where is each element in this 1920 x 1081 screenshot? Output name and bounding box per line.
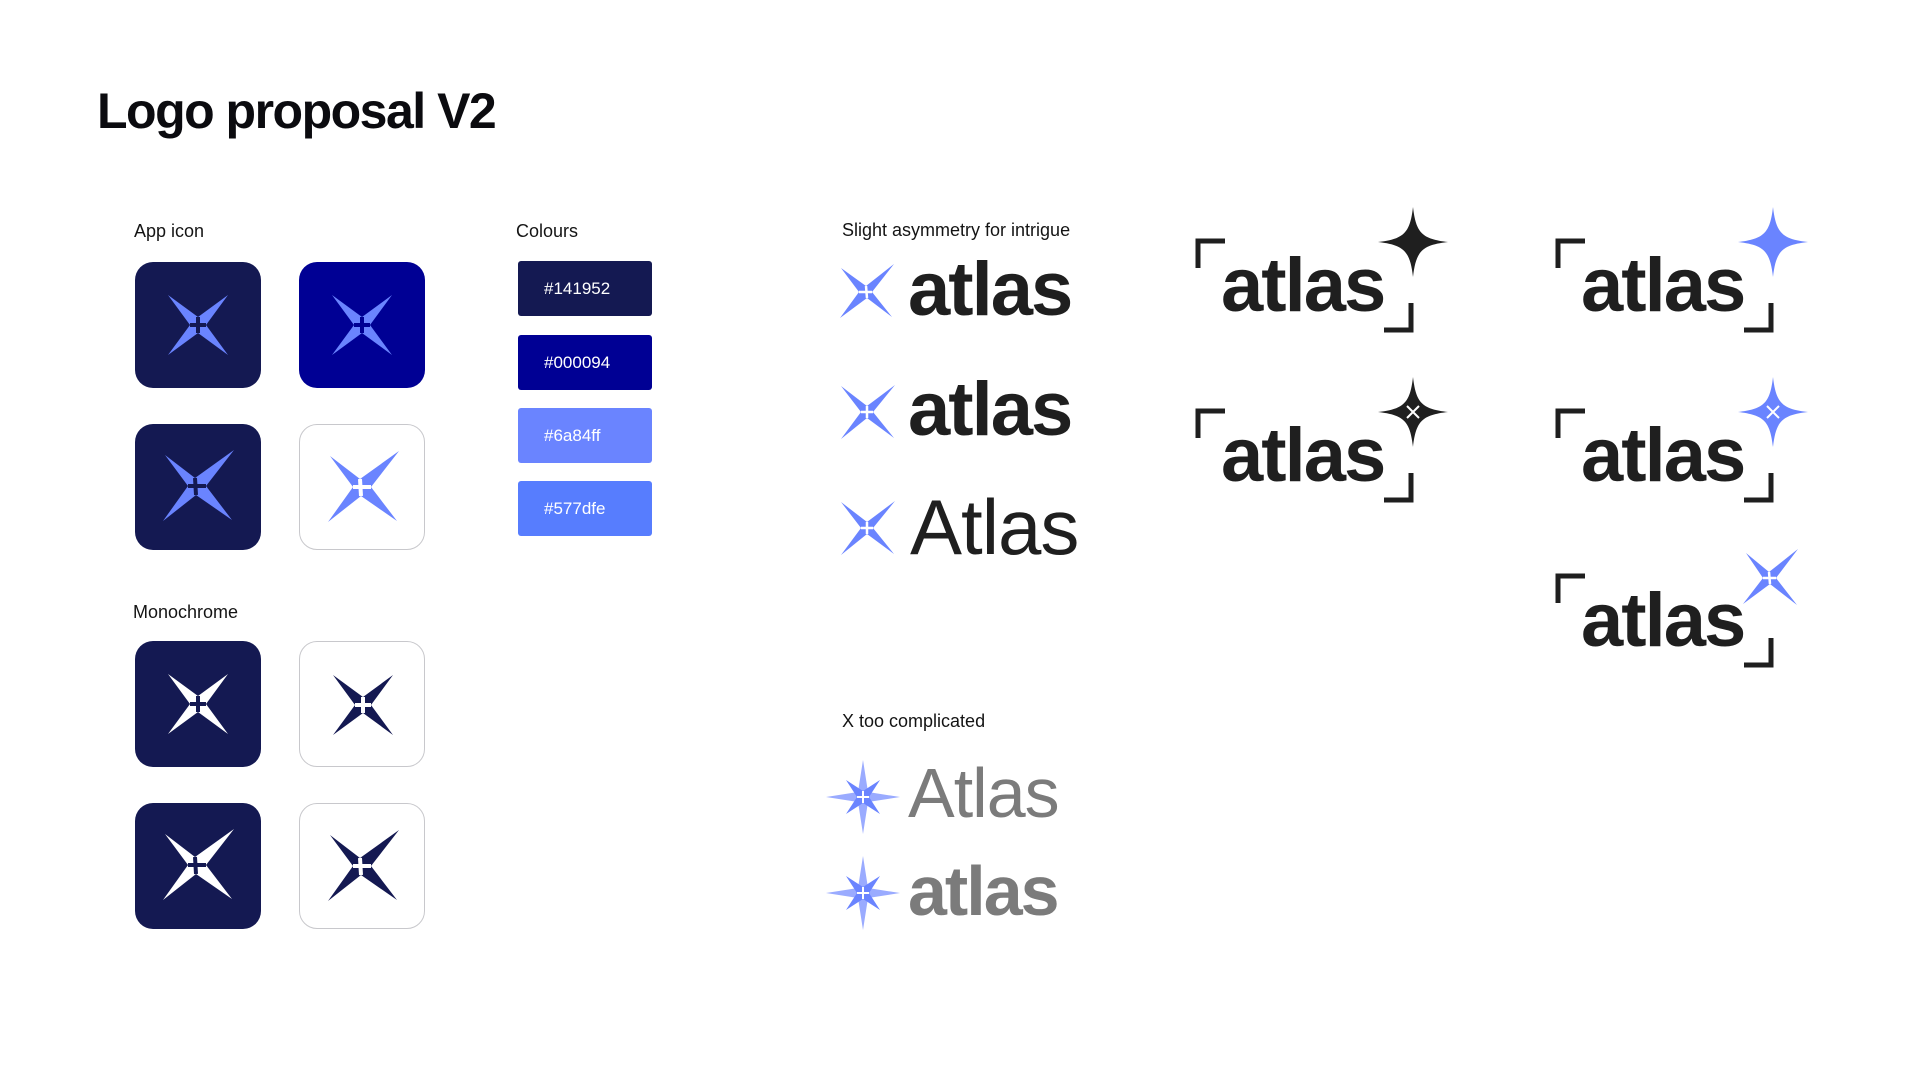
colour-swatch-6a84ff: #6a84ff bbox=[518, 408, 652, 463]
wordmark-bracket-1: atlas bbox=[1221, 243, 1386, 328]
x-star-icon bbox=[1743, 549, 1798, 605]
four-point-star-icon bbox=[1378, 207, 1448, 277]
colour-swatch-577dfe: #577dfe bbox=[518, 481, 652, 536]
x-star-icon bbox=[328, 451, 399, 522]
x-star-icon bbox=[840, 264, 894, 318]
colours-label: Colours bbox=[516, 221, 579, 241]
app-icon-label: App icon bbox=[134, 221, 205, 241]
colour-swatch-000094: #000094 bbox=[518, 335, 652, 390]
bracket-corner-top-left bbox=[1195, 408, 1225, 438]
bracket-corner-bottom-right bbox=[1384, 303, 1414, 333]
bracket-corner-bottom-right bbox=[1744, 638, 1774, 668]
x-star-icon bbox=[841, 501, 895, 555]
bracket-corner-bottom-right bbox=[1744, 473, 1774, 503]
bracket-corner-top-left bbox=[1195, 238, 1225, 268]
mono-icon-white-symmetric bbox=[299, 641, 425, 767]
x-star-icon bbox=[163, 450, 234, 521]
x-star-icon bbox=[841, 385, 895, 439]
monochrome-label: Monochrome bbox=[133, 602, 239, 622]
bracket-corner-top-left bbox=[1555, 238, 1585, 268]
app-icon-white-asymmetric bbox=[299, 424, 425, 550]
bracket-corner-top-left bbox=[1555, 408, 1585, 438]
x-star-icon bbox=[168, 674, 228, 734]
compass-star-icon bbox=[826, 760, 900, 834]
x-complicated-label: X too complicated bbox=[842, 711, 986, 731]
x-star-icon bbox=[328, 830, 399, 901]
bracket-corner-bottom-right bbox=[1384, 473, 1414, 503]
four-point-star-icon bbox=[1738, 207, 1808, 277]
wordmark-atlas-bold-2: atlas bbox=[908, 367, 1073, 452]
colour-swatch-141952: #141952 bbox=[518, 261, 652, 316]
wordmark-bracket-4: atlas bbox=[1581, 413, 1746, 498]
x-star-icon bbox=[163, 829, 234, 900]
app-icon-navy-asymmetric bbox=[135, 424, 261, 550]
wordmark-atlas-capital-grey: Atlas bbox=[908, 754, 1060, 832]
compass-star-icon bbox=[826, 856, 900, 930]
four-point-star-icon bbox=[1378, 377, 1448, 447]
mono-icon-navy-symmetric bbox=[135, 641, 261, 767]
wordmark-bracket-5: atlas bbox=[1581, 578, 1746, 663]
four-point-star-icon bbox=[1738, 377, 1808, 447]
mono-icon-white-asymmetric bbox=[299, 803, 425, 929]
bracket-corner-bottom-right bbox=[1744, 303, 1774, 333]
app-icon-navy-symmetric bbox=[135, 262, 261, 388]
x-star-icon bbox=[332, 295, 392, 355]
wordmark-atlas-capital: Atlas bbox=[910, 483, 1079, 571]
page-title: Logo proposal V2 bbox=[97, 83, 497, 139]
wordmark-atlas-bold-1: atlas bbox=[908, 247, 1073, 332]
x-star-icon bbox=[333, 675, 393, 735]
mono-icon-navy-asymmetric bbox=[135, 803, 261, 929]
wordmark-bracket-3: atlas bbox=[1581, 243, 1746, 328]
wordmark-atlas-lower-grey: atlas bbox=[908, 852, 1060, 930]
wordmark-bracket-2: atlas bbox=[1221, 413, 1386, 498]
app-icon-blue-symmetric bbox=[299, 262, 425, 388]
asymmetry-label: Slight asymmetry for intrigue bbox=[842, 220, 1071, 240]
bracket-corner-top-left bbox=[1555, 573, 1585, 603]
x-star-icon bbox=[168, 295, 228, 355]
